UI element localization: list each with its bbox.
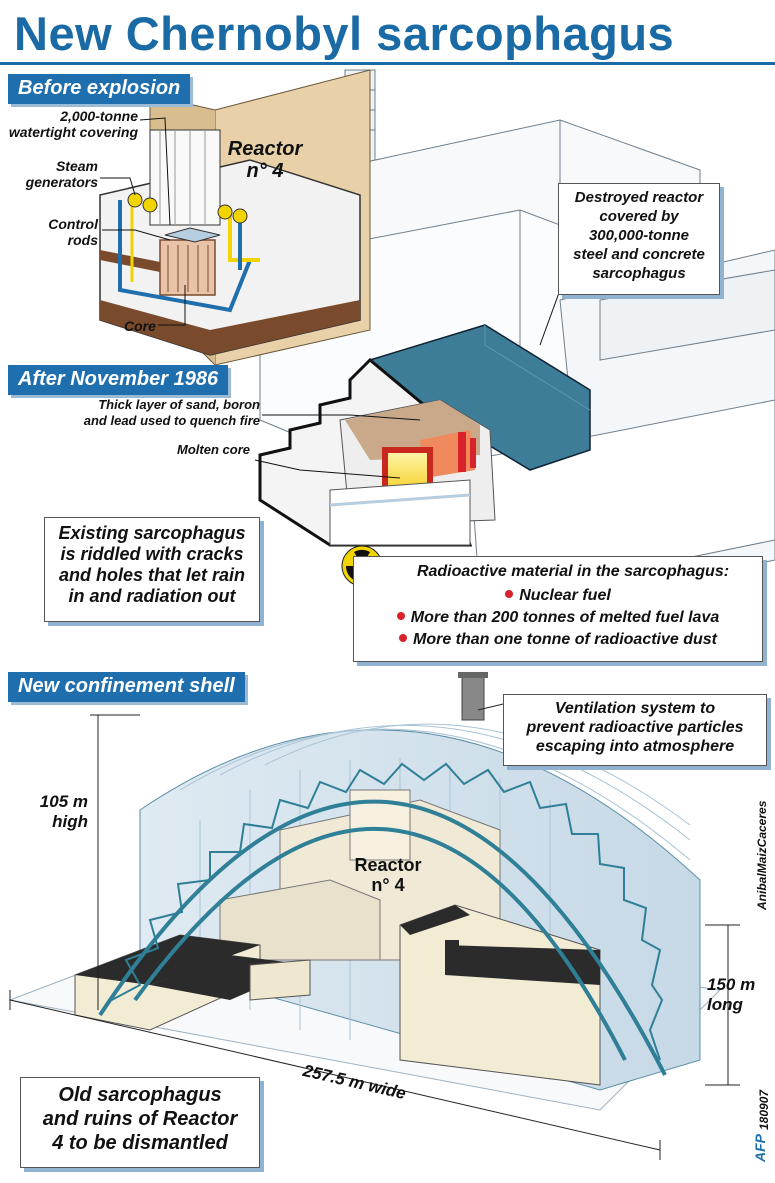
label-reactor-4-shell: Reactor n° 4 bbox=[354, 855, 422, 895]
section-new-confinement-shell: New confinement shell bbox=[8, 672, 245, 702]
confinement-shell-drawing bbox=[8, 672, 722, 1111]
section-after-november-1986: After November 1986 bbox=[8, 365, 229, 395]
list-item: More than 200 tonnes of melted fuel lava bbox=[354, 607, 762, 629]
before-leader-lines bbox=[100, 117, 186, 326]
page-title: New Chernobyl sarcophagus bbox=[14, 7, 675, 60]
bullet-icon bbox=[396, 611, 405, 620]
label-steam-generators: Steam generators bbox=[25, 158, 98, 190]
afp-logo: AFP bbox=[752, 1134, 768, 1162]
old-sarcophagus-callout: Old sarcophagus and ruins of Reactor 4 t… bbox=[20, 1077, 260, 1168]
list-item: Nuclear fuel bbox=[354, 585, 762, 607]
list-item: More than one tonne of radioactive dust bbox=[354, 629, 762, 651]
credit-artist: AnibalMaizCaceres bbox=[755, 800, 769, 910]
existing-sarcophagus-callout: Existing sarcophagus is riddled with cra… bbox=[44, 517, 260, 622]
radioactive-list: Nuclear fuel More than 200 tonnes of mel… bbox=[354, 585, 762, 651]
sarcophagus-cutaway bbox=[258, 324, 591, 547]
credit-code: 180907 bbox=[757, 1089, 771, 1130]
label-length-150m: 150 m long bbox=[707, 975, 756, 1014]
label-height-105m: 105 m high bbox=[39, 792, 88, 831]
ventilation-system-callout: Ventilation system to prevent radioactiv… bbox=[503, 694, 767, 766]
section-before-explosion: Before explosion bbox=[8, 74, 191, 104]
radioactive-heading: Radioactive material in the sarcophagus: bbox=[416, 563, 730, 580]
title-rule bbox=[0, 62, 775, 65]
bullet-icon bbox=[398, 633, 407, 642]
radioactive-material-box: Radioactive material in the sarcophagus:… bbox=[353, 556, 763, 662]
label-control-rods: Control rods bbox=[48, 216, 98, 248]
label-sand-boron-layer: Thick layer of sand, boron and lead used… bbox=[83, 397, 260, 428]
label-molten-core: Molten core bbox=[177, 442, 250, 457]
label-reactor-4-before: Reactor n° 4 bbox=[227, 138, 303, 182]
bullet-icon bbox=[505, 589, 514, 598]
after-leader-lines bbox=[254, 289, 561, 479]
destroyed-reactor-callout: Destroyed reactor covered by 300,000-ton… bbox=[558, 183, 720, 295]
label-core: Core bbox=[124, 318, 156, 334]
reactor-before-cutaway bbox=[99, 69, 371, 366]
label-watertight-covering: 2,000-tonne watertight covering bbox=[8, 108, 138, 140]
